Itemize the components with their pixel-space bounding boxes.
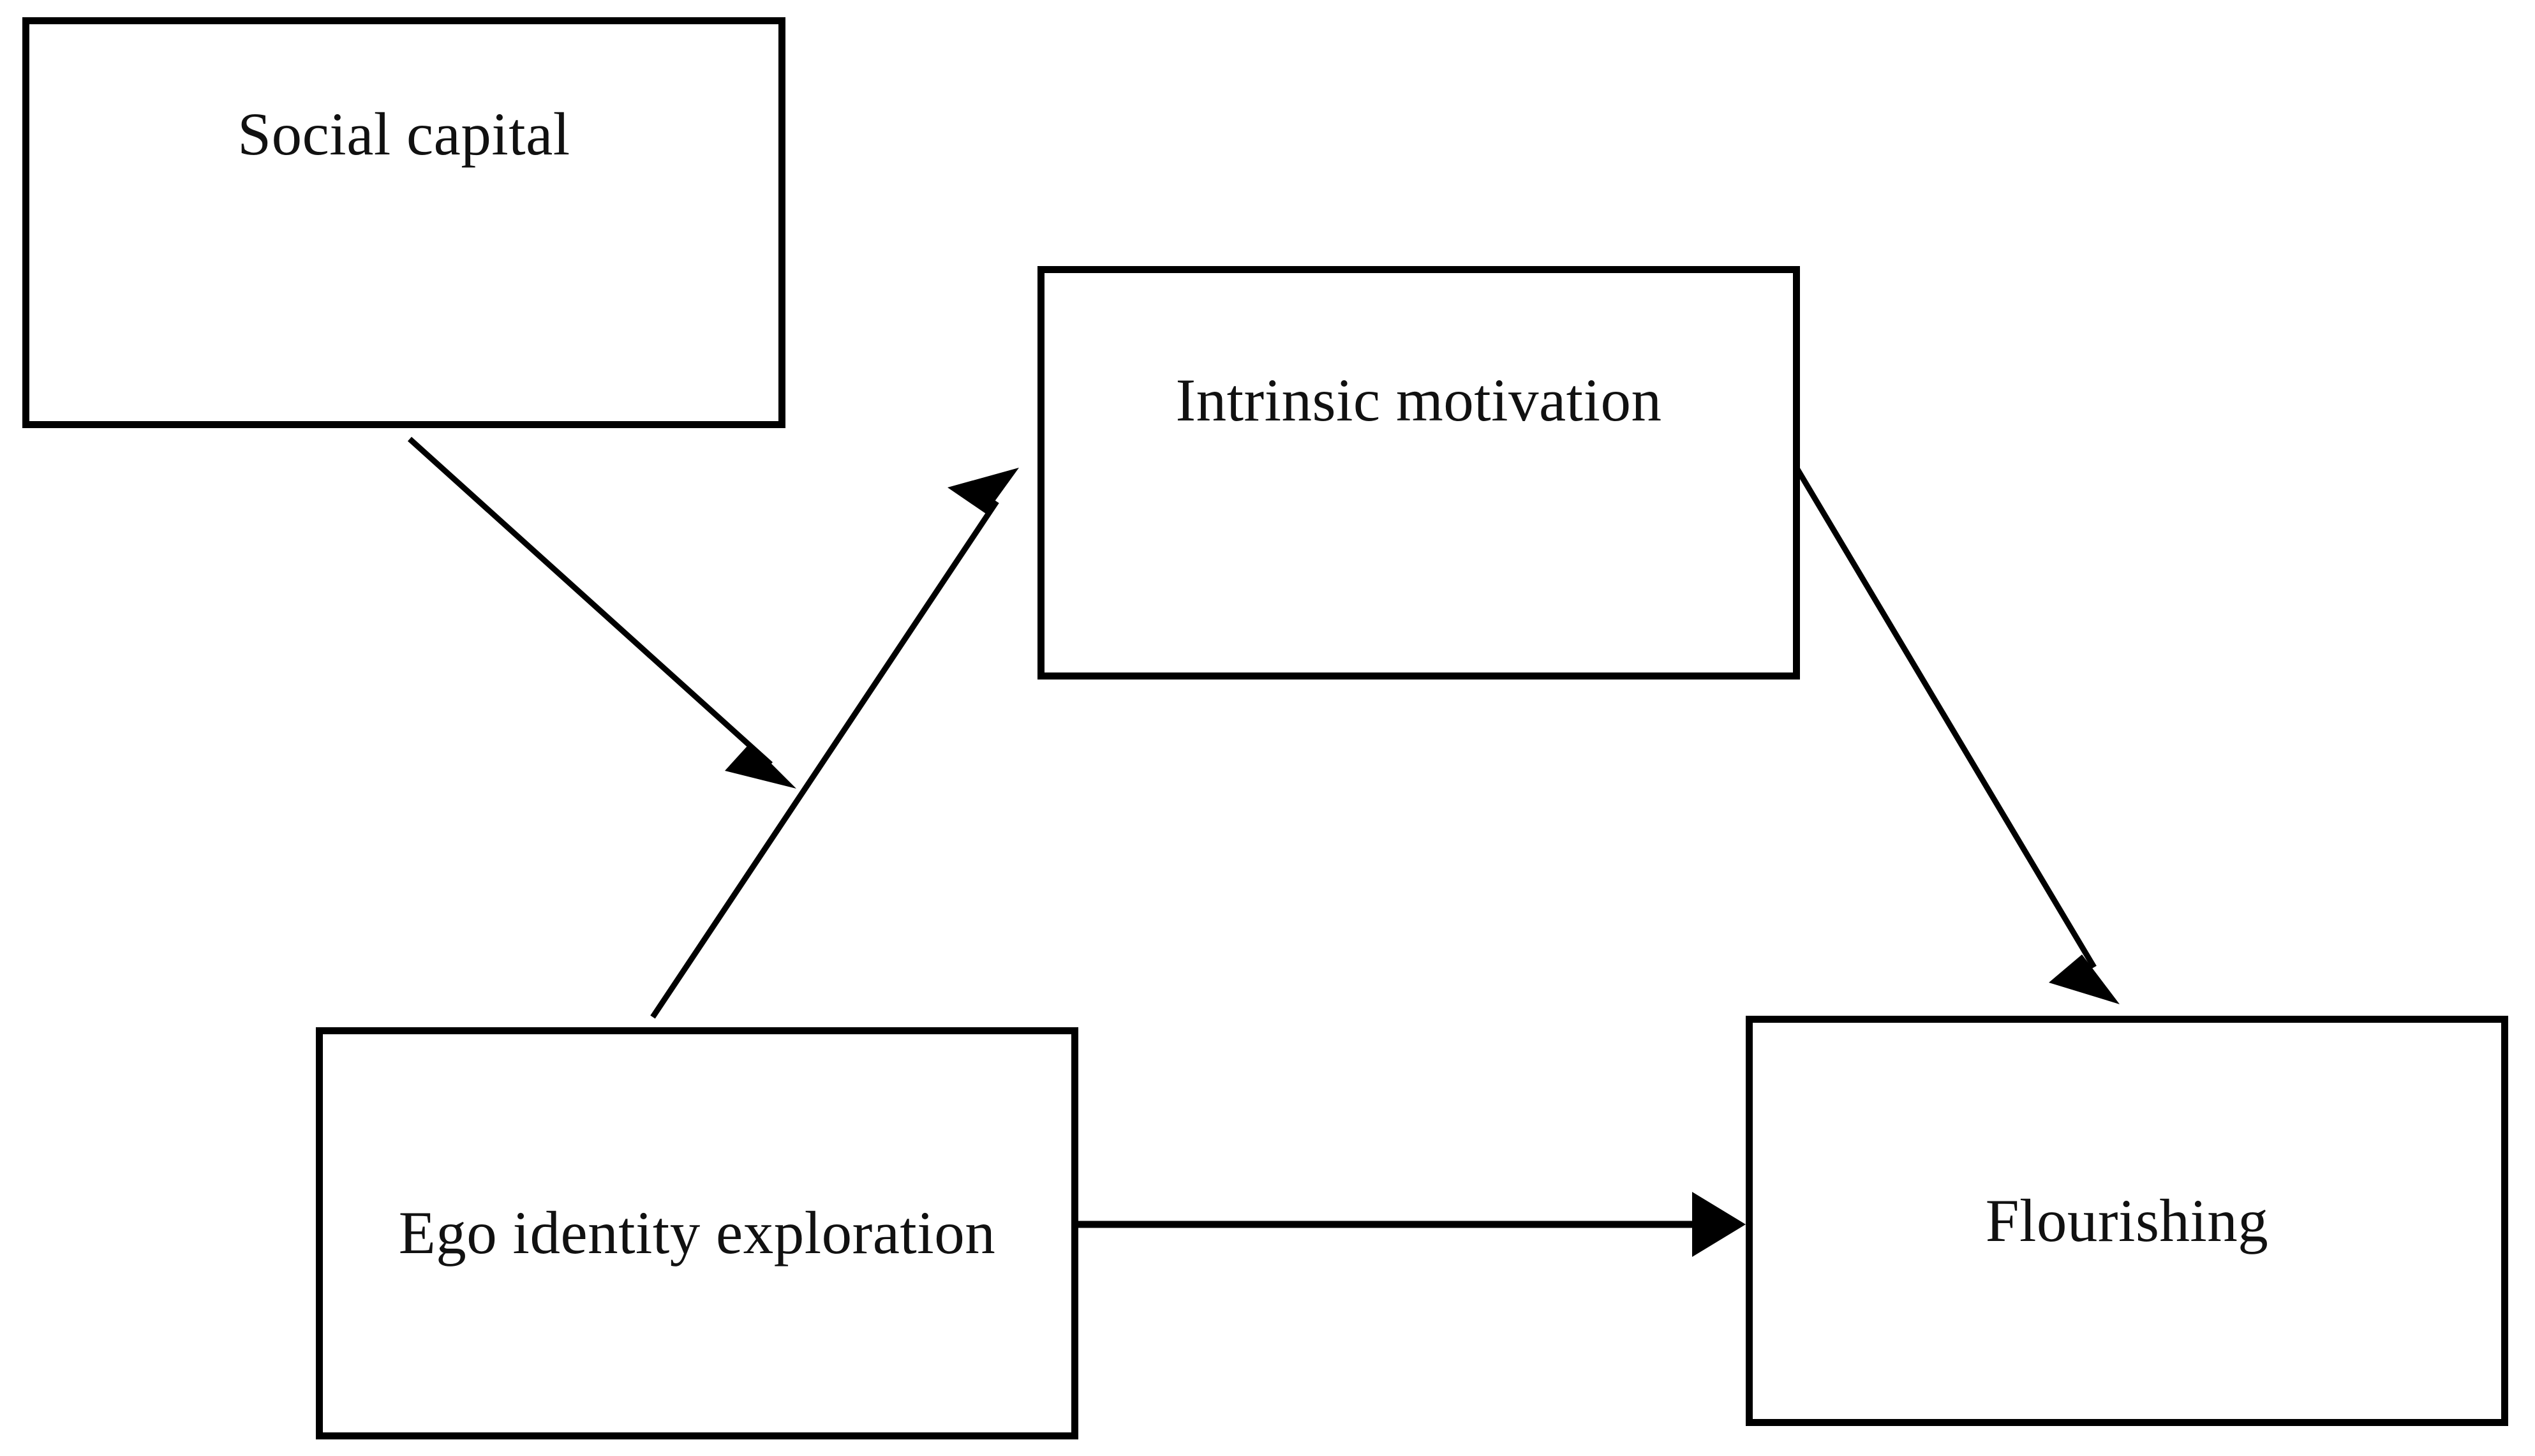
edge-line	[650, 500, 999, 1019]
edge-ego-identity-to-intrinsic	[650, 468, 1019, 1019]
arrowhead-icon	[948, 468, 1019, 514]
edge-ego-identity-to-flourishing	[1078, 1192, 1746, 1257]
edge-social-capital-to-ego-path	[407, 436, 796, 789]
arrowhead-icon	[725, 743, 796, 789]
node-label-flourishing: Flourishing	[1985, 1186, 2269, 1254]
node-flourishing[interactable]: Flourishing	[1746, 1016, 2508, 1426]
node-social-capital[interactable]: Social capital	[22, 17, 785, 428]
arrowhead-icon	[2049, 955, 2120, 1004]
node-label-intrinsic-motivation: Intrinsic motivation	[1175, 366, 1662, 435]
edge-intrinsic-to-flourishing	[1792, 462, 2120, 1004]
arrowhead-icon	[1692, 1192, 1746, 1257]
edge-line	[1792, 462, 2097, 969]
edge-line	[407, 436, 773, 767]
node-intrinsic-motivation[interactable]: Intrinsic motivation	[1037, 266, 1800, 680]
node-ego-identity-exploration[interactable]: Ego identity exploration	[316, 1027, 1078, 1439]
node-label-social-capital: Social capital	[237, 100, 570, 168]
node-label-ego-identity-exploration: Ego identity exploration	[398, 1199, 996, 1267]
